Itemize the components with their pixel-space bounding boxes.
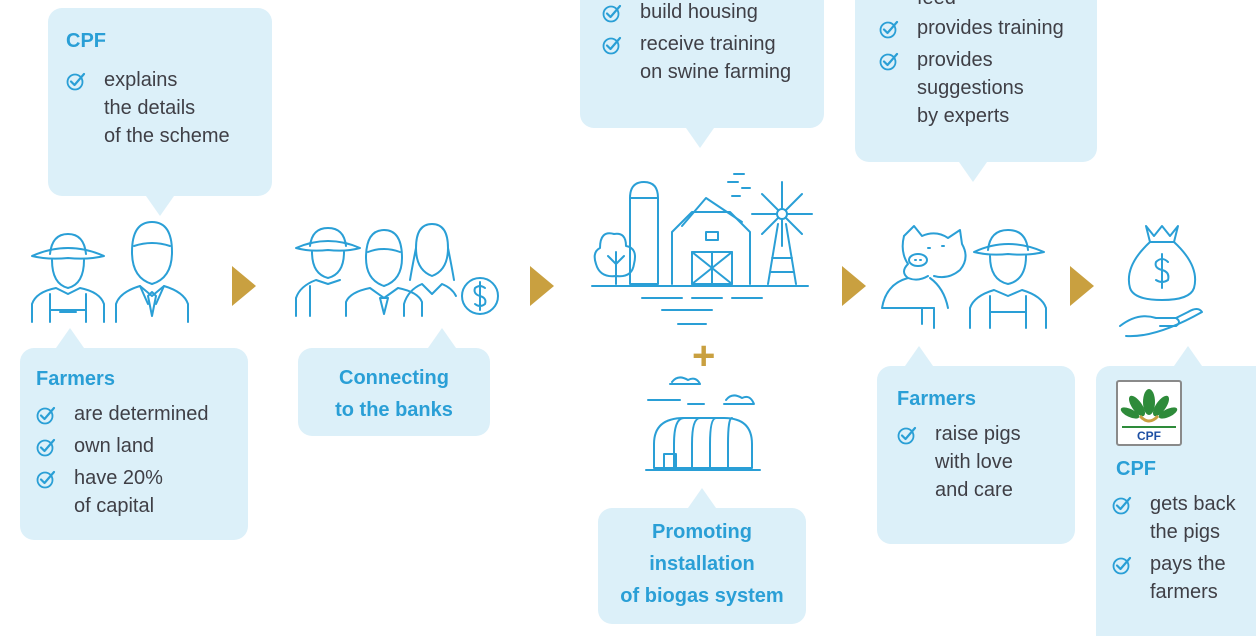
check-icon bbox=[879, 51, 899, 71]
biogas-bubble: Promoting installation of biogas system bbox=[598, 488, 806, 624]
businessman-icon bbox=[112, 212, 192, 324]
people-money-icon bbox=[292, 218, 502, 318]
farmers-care-bubble: Farmers raise pigs with love and care bbox=[877, 346, 1075, 544]
farm-icon bbox=[582, 168, 818, 328]
pig-farmer-icon bbox=[878, 212, 1058, 330]
farmer-icon bbox=[28, 222, 108, 324]
greenhouse-icon bbox=[644, 374, 762, 474]
cpf-explain-bubble: CPF explains the details of the scheme bbox=[48, 8, 272, 216]
check-icon bbox=[36, 437, 56, 457]
farmers-title: Farmers bbox=[897, 388, 976, 410]
flow-arrow bbox=[232, 266, 256, 306]
cpf-support-bubble: feed provides training provides suggesti… bbox=[855, 0, 1097, 182]
cpf-final-bubble: CPF CPF gets back the pigs pays the farm… bbox=[1096, 346, 1256, 636]
farmers-title: Farmers bbox=[36, 368, 115, 390]
check-icon bbox=[1112, 555, 1132, 575]
flow-arrow bbox=[530, 266, 554, 306]
flow-arrow bbox=[1070, 266, 1094, 306]
biogas-title: Promoting installation of biogas system bbox=[620, 521, 784, 607]
check-icon bbox=[602, 35, 622, 55]
banks-title: Connecting to the banks bbox=[335, 367, 453, 421]
partial-item: feed bbox=[917, 0, 956, 12]
plus-sign: + bbox=[692, 334, 716, 378]
cpf-explain-title: CPF bbox=[66, 30, 106, 52]
money-hand-icon bbox=[1116, 222, 1206, 340]
check-icon bbox=[1112, 495, 1132, 515]
check-icon bbox=[602, 3, 622, 23]
flow-arrow bbox=[842, 266, 866, 306]
check-icon bbox=[36, 469, 56, 489]
cpf-logo: CPF bbox=[1116, 380, 1182, 446]
check-icon bbox=[897, 425, 917, 445]
farmers-requirements-bubble: Farmers are determined own land have 20%… bbox=[20, 328, 248, 540]
banks-bubble: Connecting to the banks bbox=[298, 328, 490, 436]
check-icon bbox=[36, 405, 56, 425]
check-icon bbox=[66, 71, 86, 91]
logo-text: CPF bbox=[1137, 429, 1161, 443]
housing-bubble: build housing receive training on swine … bbox=[580, 0, 824, 148]
cpf-final-title: CPF bbox=[1116, 458, 1156, 480]
check-icon bbox=[879, 19, 899, 39]
